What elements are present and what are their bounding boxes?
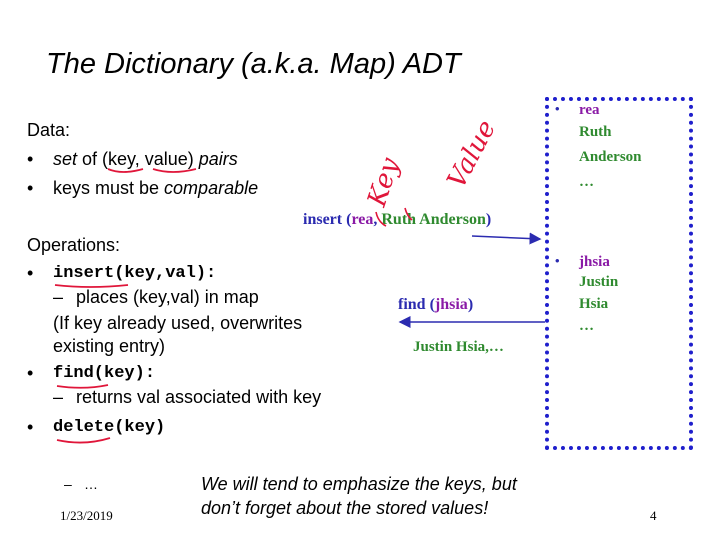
op-find: find(key): bbox=[53, 364, 156, 383]
entry-1-key: rea bbox=[579, 102, 600, 118]
underline-value bbox=[152, 168, 197, 173]
bullet-2-marker: • bbox=[27, 178, 34, 198]
bullet-1-mid: of (key, value) bbox=[77, 149, 199, 169]
bullet-keys-comparable: keys must be comparable bbox=[53, 178, 258, 199]
handwritten-value-label: Value bbox=[442, 115, 502, 193]
insert-call-pre: insert ( bbox=[303, 211, 352, 228]
underline-find bbox=[56, 384, 109, 389]
op-delete: delete(key) bbox=[53, 418, 166, 437]
op-insert-dash: – bbox=[53, 287, 64, 307]
entry-2-value-line-2: Hsia bbox=[579, 296, 609, 312]
emphasis-note-line-1: We will tend to emphasize the keys, but bbox=[201, 474, 517, 494]
find-call-pre: find ( bbox=[398, 296, 435, 313]
op-insert-description: places (key,val) in map bbox=[76, 287, 259, 307]
find-call: find (jhsia) bbox=[398, 296, 473, 314]
insert-call-post: ) bbox=[485, 211, 492, 228]
entry-1-value-line-1: Ruth bbox=[579, 124, 612, 140]
ellipsis-dash: – bbox=[64, 476, 72, 492]
emphasis-note-line-2: don’t forget about the stored values! bbox=[201, 498, 489, 518]
bullet-1-set: set bbox=[53, 149, 78, 169]
op-delete-marker: • bbox=[27, 417, 34, 437]
entry-1-value-line-2: Anderson bbox=[579, 149, 642, 165]
insert-call-key: rea bbox=[351, 211, 374, 228]
op-insert-note-1: (If key already used, overwrites bbox=[53, 313, 303, 333]
entry-1-bullet: • bbox=[555, 101, 560, 116]
dictionary-box bbox=[545, 97, 693, 450]
bullet-set-pairs: set of (key, value) pairs bbox=[53, 149, 238, 170]
bullet-2-pre: keys must be bbox=[53, 178, 165, 198]
value-pointer-stroke bbox=[404, 207, 413, 221]
op-insert: insert(key,val): bbox=[53, 264, 217, 283]
insert-call-comma: , bbox=[373, 211, 382, 228]
handwritten-key-label: Key bbox=[362, 154, 406, 211]
entry-1-more: … bbox=[579, 174, 594, 190]
ellipsis-item: … bbox=[84, 476, 98, 492]
bullet-1-marker: • bbox=[27, 149, 34, 169]
page-number: 4 bbox=[650, 508, 657, 523]
entry-2-more: … bbox=[579, 318, 594, 334]
entry-2-key: jhsia bbox=[579, 254, 610, 270]
underline-key bbox=[107, 168, 144, 173]
insert-arrow bbox=[471, 232, 542, 245]
bullet-1-pairs: pairs bbox=[198, 149, 238, 169]
entry-2-value-line-1: Justin bbox=[579, 274, 619, 290]
underline-insert bbox=[54, 284, 129, 288]
operations-heading: Operations: bbox=[27, 235, 121, 255]
data-heading: Data: bbox=[27, 120, 71, 140]
op-find-marker: • bbox=[27, 363, 34, 383]
bullet-2-comparable: comparable bbox=[164, 178, 259, 198]
find-result: Justin Hsia,… bbox=[413, 339, 504, 355]
find-call-key: jhsia bbox=[434, 296, 468, 313]
slide-date: 1/23/2019 bbox=[60, 508, 113, 523]
op-find-description: returns val associated with key bbox=[76, 387, 322, 407]
slide-title: The Dictionary (a.k.a. Map) ADT bbox=[46, 48, 461, 80]
find-call-post: ) bbox=[467, 296, 474, 313]
op-insert-marker: • bbox=[27, 263, 34, 283]
underline-delete bbox=[56, 437, 111, 444]
op-insert-note-2: existing entry) bbox=[53, 336, 166, 356]
entry-2-bullet: • bbox=[555, 253, 560, 268]
op-find-dash: – bbox=[53, 387, 64, 407]
key-pointer-stroke bbox=[375, 211, 387, 227]
